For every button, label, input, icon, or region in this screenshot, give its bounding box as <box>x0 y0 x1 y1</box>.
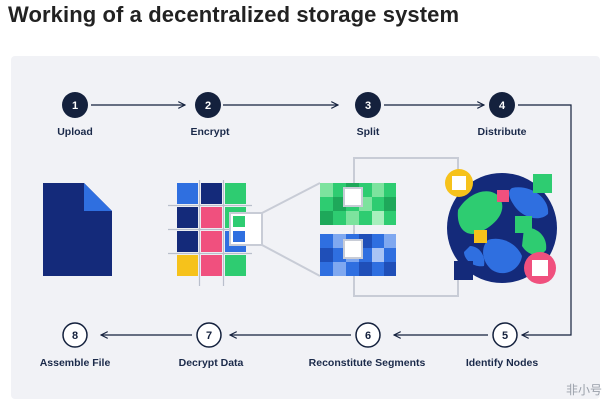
step-7-label: Decrypt Data <box>179 357 244 369</box>
step-5-label: Identify Nodes <box>466 357 539 369</box>
step-8-label: Assemble File <box>40 357 111 369</box>
step-3-label: Split <box>357 126 380 138</box>
split-segments-icon <box>320 157 459 297</box>
step-3-circle: 3 <box>355 92 381 118</box>
step-1-label: Upload <box>57 126 93 138</box>
node-square-yellow <box>474 230 487 243</box>
step-2-number: 2 <box>205 100 211 112</box>
step-8-circle: 8 <box>62 322 88 348</box>
step-7-circle: 7 <box>196 322 222 348</box>
page-title: Working of a decentralized storage syste… <box>8 2 460 27</box>
step-1-circle: 1 <box>62 92 88 118</box>
blue-segment <box>320 234 396 276</box>
node-square-navy <box>454 261 473 280</box>
watermark: 非小号 <box>565 383 602 397</box>
step-4-label: Distribute <box>477 126 526 138</box>
node-square-green-mid <box>515 216 532 233</box>
node-yellow-ring <box>445 169 473 197</box>
connector-lines <box>91 105 572 335</box>
step-6-label: Reconstitute Segments <box>309 357 426 369</box>
globe-icon <box>445 169 557 284</box>
step-6-number: 6 <box>365 330 371 342</box>
step-2-label: Encrypt <box>190 126 230 138</box>
node-square-green-top <box>533 174 552 193</box>
node-pink-ring <box>524 252 556 284</box>
step-1-number: 1 <box>72 100 78 112</box>
step-4-circle: 4 <box>489 92 515 118</box>
step-5-number: 5 <box>502 330 508 342</box>
step-2-circle: 2 <box>195 92 221 118</box>
step-5-circle: 5 <box>492 322 518 348</box>
step-4-number: 4 <box>499 100 506 112</box>
file-icon <box>43 183 112 276</box>
step-3-number: 3 <box>365 100 371 112</box>
step-7-number: 7 <box>206 330 212 342</box>
step-6-circle: 6 <box>355 322 381 348</box>
step-8-number: 8 <box>72 330 78 342</box>
zoom-callout <box>229 182 321 277</box>
node-square-pink <box>497 190 509 202</box>
green-segment <box>320 183 396 225</box>
